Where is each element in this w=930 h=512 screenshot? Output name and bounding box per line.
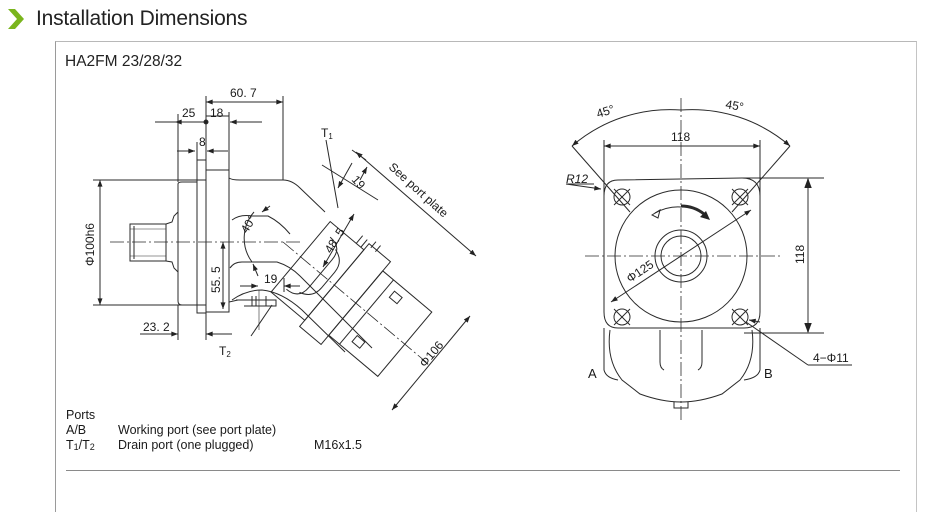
port-a-label: A <box>588 366 597 381</box>
port-plate-note: See port plate <box>386 160 451 221</box>
dim-25: 25 <box>182 106 196 120</box>
dim-18: 18 <box>210 106 224 120</box>
label-t2: T2 <box>219 344 231 359</box>
port-row-t1t2: T1/T2 Drain port (one plugged) M16x1.5 <box>66 438 362 455</box>
port-b-label: B <box>764 366 773 381</box>
dim-width-118: 118 <box>671 130 690 144</box>
angle-right-45: 45° <box>724 97 745 114</box>
dim-8: 8 <box>199 135 206 149</box>
dim-23-2: 23. 2 <box>143 320 170 334</box>
angle-left-45: 45° <box>595 102 617 121</box>
side-view <box>93 96 477 411</box>
dim-125: Φ125 <box>624 257 657 285</box>
section-header: Installation Dimensions <box>6 6 248 32</box>
drawing-panel <box>55 41 917 512</box>
ports-heading: Ports <box>66 408 96 422</box>
divider <box>66 470 900 471</box>
dim-55-5: 55. 5 <box>209 266 223 293</box>
dim-r12: R12 <box>566 172 588 186</box>
dim-106: Φ106 <box>417 338 447 370</box>
port-code: T1/T2 <box>66 438 95 452</box>
dim-19-upper: 19 <box>349 173 369 193</box>
ports-legend: Ports A/B Working port (see port plate) … <box>66 408 362 455</box>
section-title: Installation Dimensions <box>36 7 248 30</box>
technical-drawing: 60. 7 25 18 8 Φ100h6 55. 5 19 23. 2 40° … <box>83 86 852 420</box>
dim-holes-4x11: 4−Φ11 <box>813 351 849 365</box>
dim-bore-100h6: Φ100h6 <box>83 223 97 266</box>
front-view <box>565 98 852 420</box>
port-code: A/B <box>66 423 87 437</box>
port-spec: M16x1.5 <box>314 438 362 452</box>
model-title: HA2FM 23/28/32 <box>65 53 183 70</box>
dim-19-lower: 19 <box>264 272 278 286</box>
port-description: Drain port (one plugged) <box>118 438 254 452</box>
chevron-right-icon <box>8 9 24 29</box>
dim-60-7: 60. 7 <box>230 86 257 100</box>
port-row-ab: A/B Working port (see port plate) <box>66 423 362 438</box>
label-t1: T1 <box>321 126 333 141</box>
port-description: Working port (see port plate) <box>118 423 277 437</box>
dim-48-5: 48. 5 <box>322 225 348 255</box>
dim-height-118: 118 <box>793 245 807 264</box>
side-view-labels: 60. 7 25 18 8 Φ100h6 55. 5 19 23. 2 40° … <box>83 86 451 370</box>
